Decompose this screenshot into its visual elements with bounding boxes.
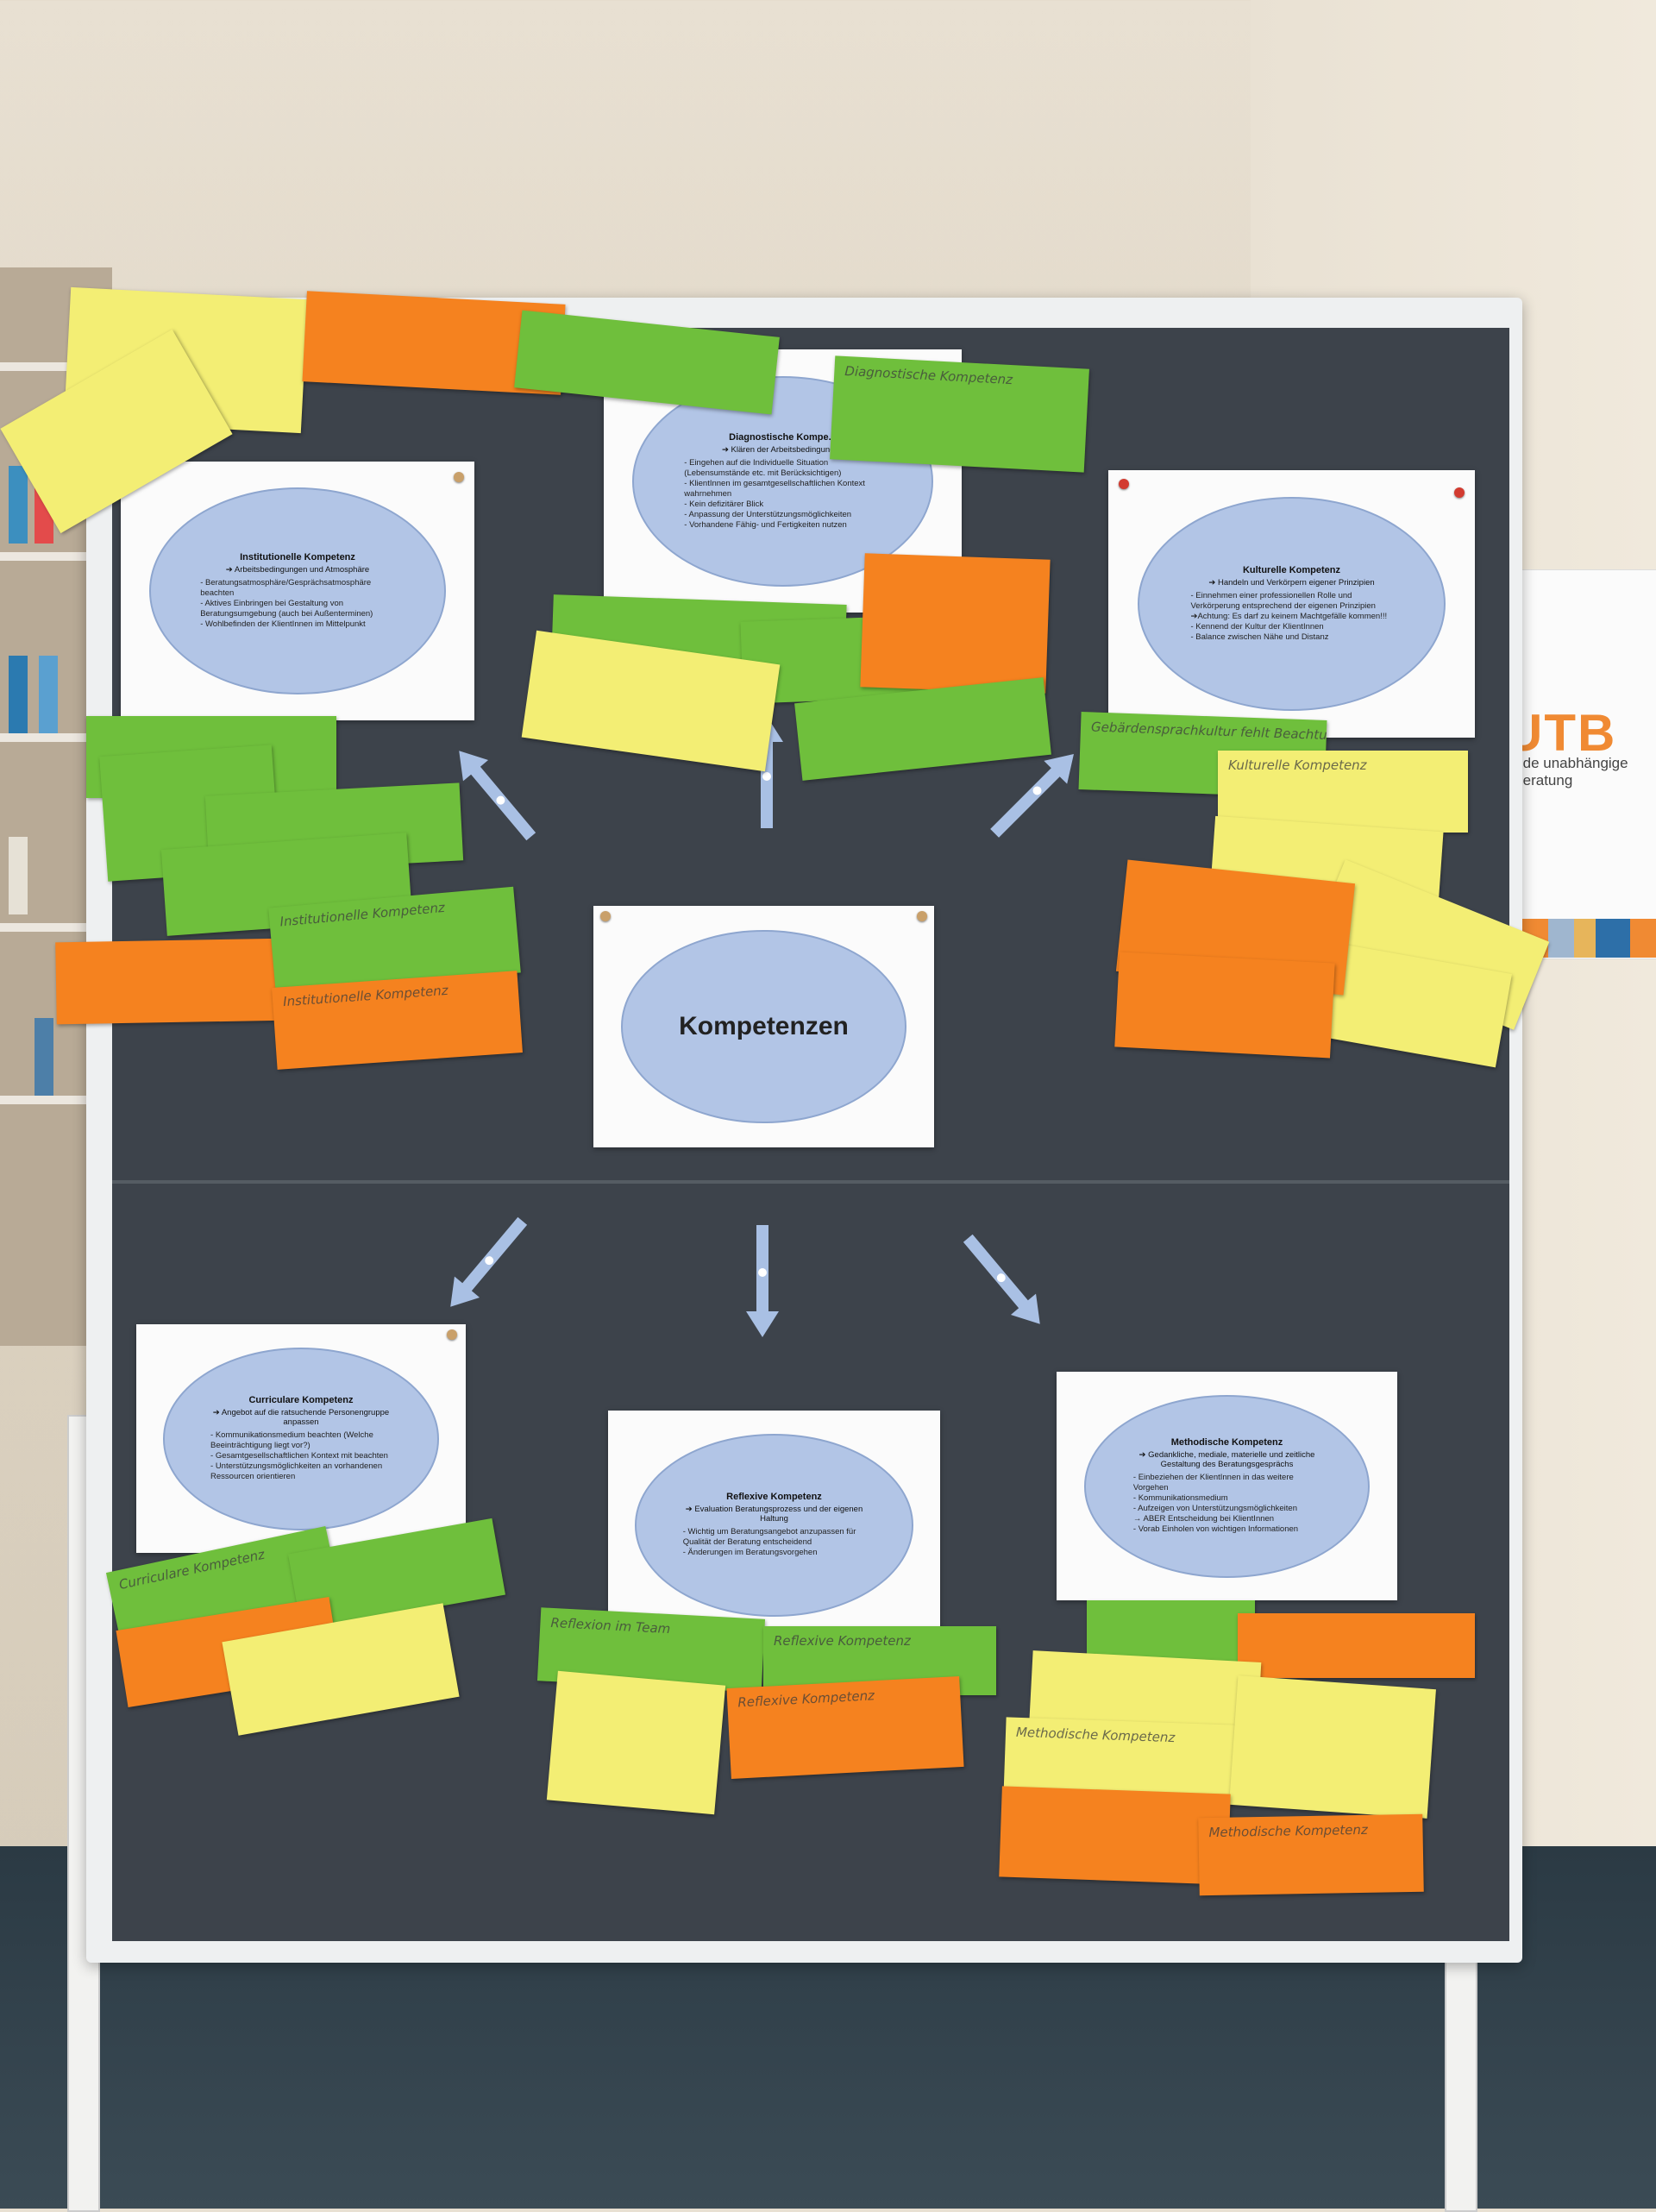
card-item: - Eingehen auf die Individuelle Situatio…: [684, 457, 842, 478]
arrow-up-icon: [750, 716, 783, 828]
center-paper: Kompetenzen: [593, 906, 934, 1147]
card-item: - Kennend der Kultur der KlientInnen: [1190, 622, 1324, 632]
center-title: Kompetenzen: [679, 1012, 849, 1040]
card-item: - Wohlbefinden der KlientInnen im Mittel…: [200, 619, 366, 629]
card-item: - Anpassung der Unterstützungsmöglichkei…: [684, 509, 852, 519]
arrow-up-right-icon: [983, 743, 1086, 845]
sticky-note: [860, 553, 1051, 694]
sticky-note-reflexive-orange: Reflexive Kompetenz: [726, 1676, 964, 1779]
card-item: - Kommunikationsmedium beachten (Welche …: [210, 1430, 373, 1450]
card-item: - Aufzeigen von Unterstützungsmöglichkei…: [1132, 1504, 1297, 1513]
card-title: Institutionelle Kompetenz: [240, 552, 355, 562]
card-item: - Kommunikationsmedium: [1132, 1493, 1228, 1503]
sticky-note: [1238, 1613, 1475, 1678]
card-title: Methodische Kompetenz: [1170, 1437, 1283, 1448]
card-institutional: Institutionelle Kompetenz ➔ Arbeitsbedin…: [121, 462, 474, 720]
card-subtitle: ➔ Arbeitsbedingungen und Atmosphäre: [225, 565, 370, 575]
card-item: - Unterstützungsmöglichkeiten an vorhand…: [210, 1461, 383, 1481]
sticky-note: [999, 1786, 1231, 1885]
card-item: - Änderungen im Beratungsvorgehen: [682, 1548, 818, 1557]
card-subtitle: ➔ Gedankliche, mediale, materielle und z…: [1138, 1450, 1315, 1469]
card-item: - Aktives Einbringen bei Gestaltung von …: [200, 599, 373, 619]
card-item: - Gesamtgesellschaftlichen Kontext mit b…: [210, 1451, 388, 1461]
sticky-note: [546, 1670, 726, 1815]
arrow-down-left-icon: [438, 1210, 536, 1317]
card-subtitle: ➔ Handeln und Verkörpern eigener Prinzip…: [1208, 578, 1375, 588]
card-item: - Vorab Einholen von wichtigen Informati…: [1132, 1524, 1299, 1534]
card-item: - KlientInnen im gesamtgesellschaftliche…: [684, 478, 865, 499]
card-item: - Vorhandene Fähig- und Fertigkeiten nut…: [684, 519, 847, 530]
card-methodical: Methodische Kompetenz ➔ Gedankliche, med…: [1057, 1372, 1397, 1600]
card-item: - Wichtig um Beratungsangebot anzupassen…: [682, 1527, 856, 1547]
utb-logo: UTB: [1505, 704, 1617, 762]
arrow-up-left-icon: [447, 740, 544, 847]
card-cultural: Kulturelle Kompetenz ➔ Handeln und Verkö…: [1108, 470, 1475, 738]
sticky-note-institutional-orange: Institutionelle Kompetenz: [272, 971, 523, 1070]
sticky-note-methodical-orange: Methodische Kompetenz: [1198, 1813, 1424, 1896]
pinboard-seam: [112, 1180, 1509, 1184]
card-item: → ABER Entscheidung bei KlientInnen: [1132, 1514, 1275, 1524]
arrow-down-icon: [746, 1225, 779, 1337]
card-item: - Balance zwischen Nähe und Distanz: [1190, 632, 1329, 642]
card-title: Curriculare Kompetenz: [248, 1395, 354, 1405]
card-title: Kulturelle Kompetenz: [1242, 565, 1341, 575]
card-item: - Einbeziehen der KlientInnen in das wei…: [1132, 1473, 1294, 1492]
card-subtitle: ➔ Klären der Arbeitsbedingungen: [721, 444, 844, 455]
card-subtitle: ➔ Angebot auf die ratsuchende Personengr…: [212, 1408, 390, 1427]
card-reflexive: Reflexive Kompetenz ➔ Evaluation Beratun…: [608, 1411, 940, 1639]
sticky-note: [55, 938, 290, 1025]
card-item: - Kein defizitärer Blick: [684, 499, 764, 509]
card-curricular: Curriculare Kompetenz ➔ Angebot auf die …: [136, 1324, 466, 1553]
card-item: - Einnehmen einer professionellen Rolle …: [1190, 591, 1376, 611]
card-title: Reflexive Kompetenz: [726, 1492, 822, 1502]
sticky-note-diagnostic: Diagnostische Kompetenz: [830, 355, 1089, 473]
card-item: ➔Achtung: Es darf zu keinem Machtgefälle…: [1190, 612, 1388, 621]
card-subtitle: ➔ Evaluation Beratungsprozess und der ei…: [685, 1505, 863, 1524]
card-title: Diagnostische Kompe...: [729, 431, 837, 443]
sticky-note-cultural: Kulturelle Kompetenz: [1218, 751, 1468, 833]
arrow-down-right-icon: [956, 1228, 1053, 1335]
sticky-note: [1114, 952, 1335, 1059]
card-item: - Beratungsatmosphäre/Gesprächsatmosphär…: [200, 578, 372, 598]
sticky-note: [1229, 1675, 1436, 1819]
utb-sign-text: ...nde unabhängige ...beratung: [1502, 755, 1628, 789]
